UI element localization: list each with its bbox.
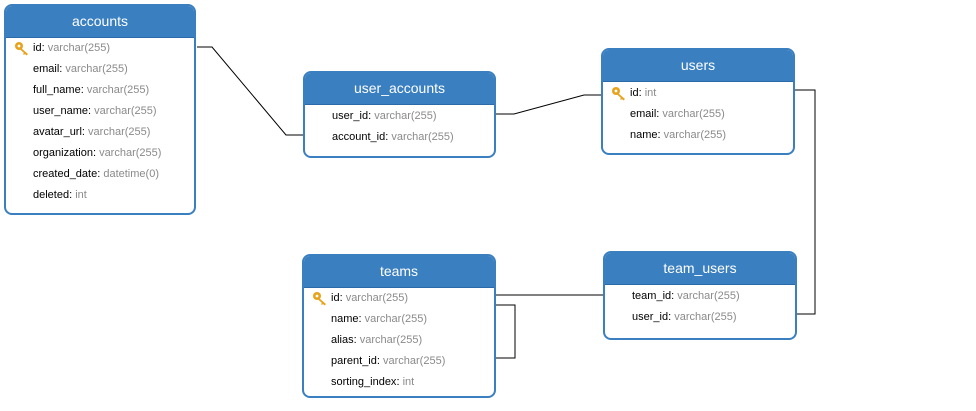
field-type: varchar(255) (94, 105, 157, 117)
field-type: varchar(255) (359, 334, 423, 346)
field-row[interactable]: parent_id: varchar(255) (331, 355, 446, 367)
field-name: id (630, 87, 639, 99)
field-type: datetime(0) (103, 168, 159, 180)
field-name: team_id (632, 290, 672, 302)
field-name: user_name (33, 105, 89, 117)
field-type: varchar(255) (88, 126, 151, 138)
field-type: int (644, 87, 657, 99)
field-row[interactable]: team_id: varchar(255) (632, 290, 740, 302)
table-title: accounts (6, 6, 194, 38)
field-name: user_id (332, 110, 369, 122)
field-type: varchar(255) (345, 292, 409, 304)
field-row[interactable]: created_date: datetime(0) (33, 168, 159, 180)
key-icon (14, 41, 30, 56)
field-type: varchar(255) (86, 84, 150, 96)
field-name: deleted (33, 189, 70, 201)
field-row[interactable]: avatar_url: varchar(255) (33, 126, 151, 138)
key-icon (312, 291, 328, 306)
field-row[interactable]: name: varchar(255) (331, 313, 428, 325)
field-row[interactable]: user_id: varchar(255) (632, 311, 737, 323)
table-users[interactable]: users id: int email: varchar(255) name: va… (601, 48, 795, 155)
field-row[interactable]: email: varchar(255) (630, 108, 725, 120)
field-type: varchar(255) (391, 131, 454, 143)
key-icon (611, 86, 627, 101)
field-name: id (33, 42, 42, 54)
field-row[interactable]: name: varchar(255) (630, 129, 727, 141)
table-teams[interactable]: teams id: varchar(255) name: varchar(255)… (302, 254, 496, 398)
field-row[interactable]: deleted: int (33, 189, 87, 201)
field-type: varchar(255) (383, 355, 446, 367)
field-row[interactable]: sorting_index: int (331, 376, 415, 388)
field-name: name (331, 313, 359, 325)
field-row[interactable]: id: varchar(255) (6, 38, 194, 59)
field-type: int (402, 376, 415, 388)
field-name: alias (331, 334, 354, 346)
field-name: name (630, 129, 658, 141)
field-type: varchar(255) (663, 129, 727, 141)
field-type: varchar(255) (65, 63, 128, 75)
field-name: id (331, 292, 340, 304)
field-type: int (75, 189, 87, 201)
field-row[interactable]: account_id: varchar(255) (332, 131, 454, 143)
field-type: varchar(255) (674, 311, 737, 323)
table-title: users (603, 50, 793, 82)
field-type: varchar(255) (99, 147, 162, 159)
field-row[interactable]: user_id: varchar(255) (332, 110, 437, 122)
field-name: email (33, 63, 60, 75)
relation-user-accounts-users (495, 94, 602, 115)
field-row[interactable]: organization: varchar(255) (33, 147, 162, 159)
field-row[interactable]: user_name: varchar(255) (33, 105, 157, 117)
field-type: varchar(255) (662, 108, 725, 120)
field-name: created_date (33, 168, 98, 180)
table-title: team_users (605, 253, 795, 285)
field-type: varchar(255) (374, 110, 437, 122)
table-team-users[interactable]: team_users team_id: varchar(255) user_id:… (603, 251, 797, 340)
table-title: user_accounts (305, 73, 494, 105)
field-name: full_name (33, 84, 81, 96)
field-name: sorting_index (331, 376, 397, 388)
relation-teams-self (495, 304, 516, 359)
relation-accounts-user-accounts (197, 46, 304, 136)
field-row[interactable]: full_name: varchar(255) (33, 84, 150, 96)
table-title: teams (304, 256, 494, 288)
field-name: account_id (332, 131, 386, 143)
field-type: varchar(255) (677, 290, 740, 302)
field-row[interactable]: email: varchar(255) (33, 63, 128, 75)
field-row[interactable]: id: varchar(255) (304, 288, 494, 309)
table-user-accounts[interactable]: user_accounts user_id: varchar(255) accou… (303, 71, 496, 158)
field-type: varchar(255) (364, 313, 428, 325)
field-name: organization (33, 147, 93, 159)
field-row[interactable]: alias: varchar(255) (331, 334, 423, 346)
field-name: avatar_url (33, 126, 82, 138)
field-name: email (630, 108, 657, 120)
field-name: parent_id (331, 355, 377, 367)
table-accounts[interactable]: accounts id: varchar(255) email: varchar(… (4, 4, 196, 215)
relation-users-team-users (794, 89, 816, 315)
field-row[interactable]: id: int (603, 83, 793, 104)
field-name: user_id (632, 311, 669, 323)
field-type: varchar(255) (47, 42, 111, 54)
